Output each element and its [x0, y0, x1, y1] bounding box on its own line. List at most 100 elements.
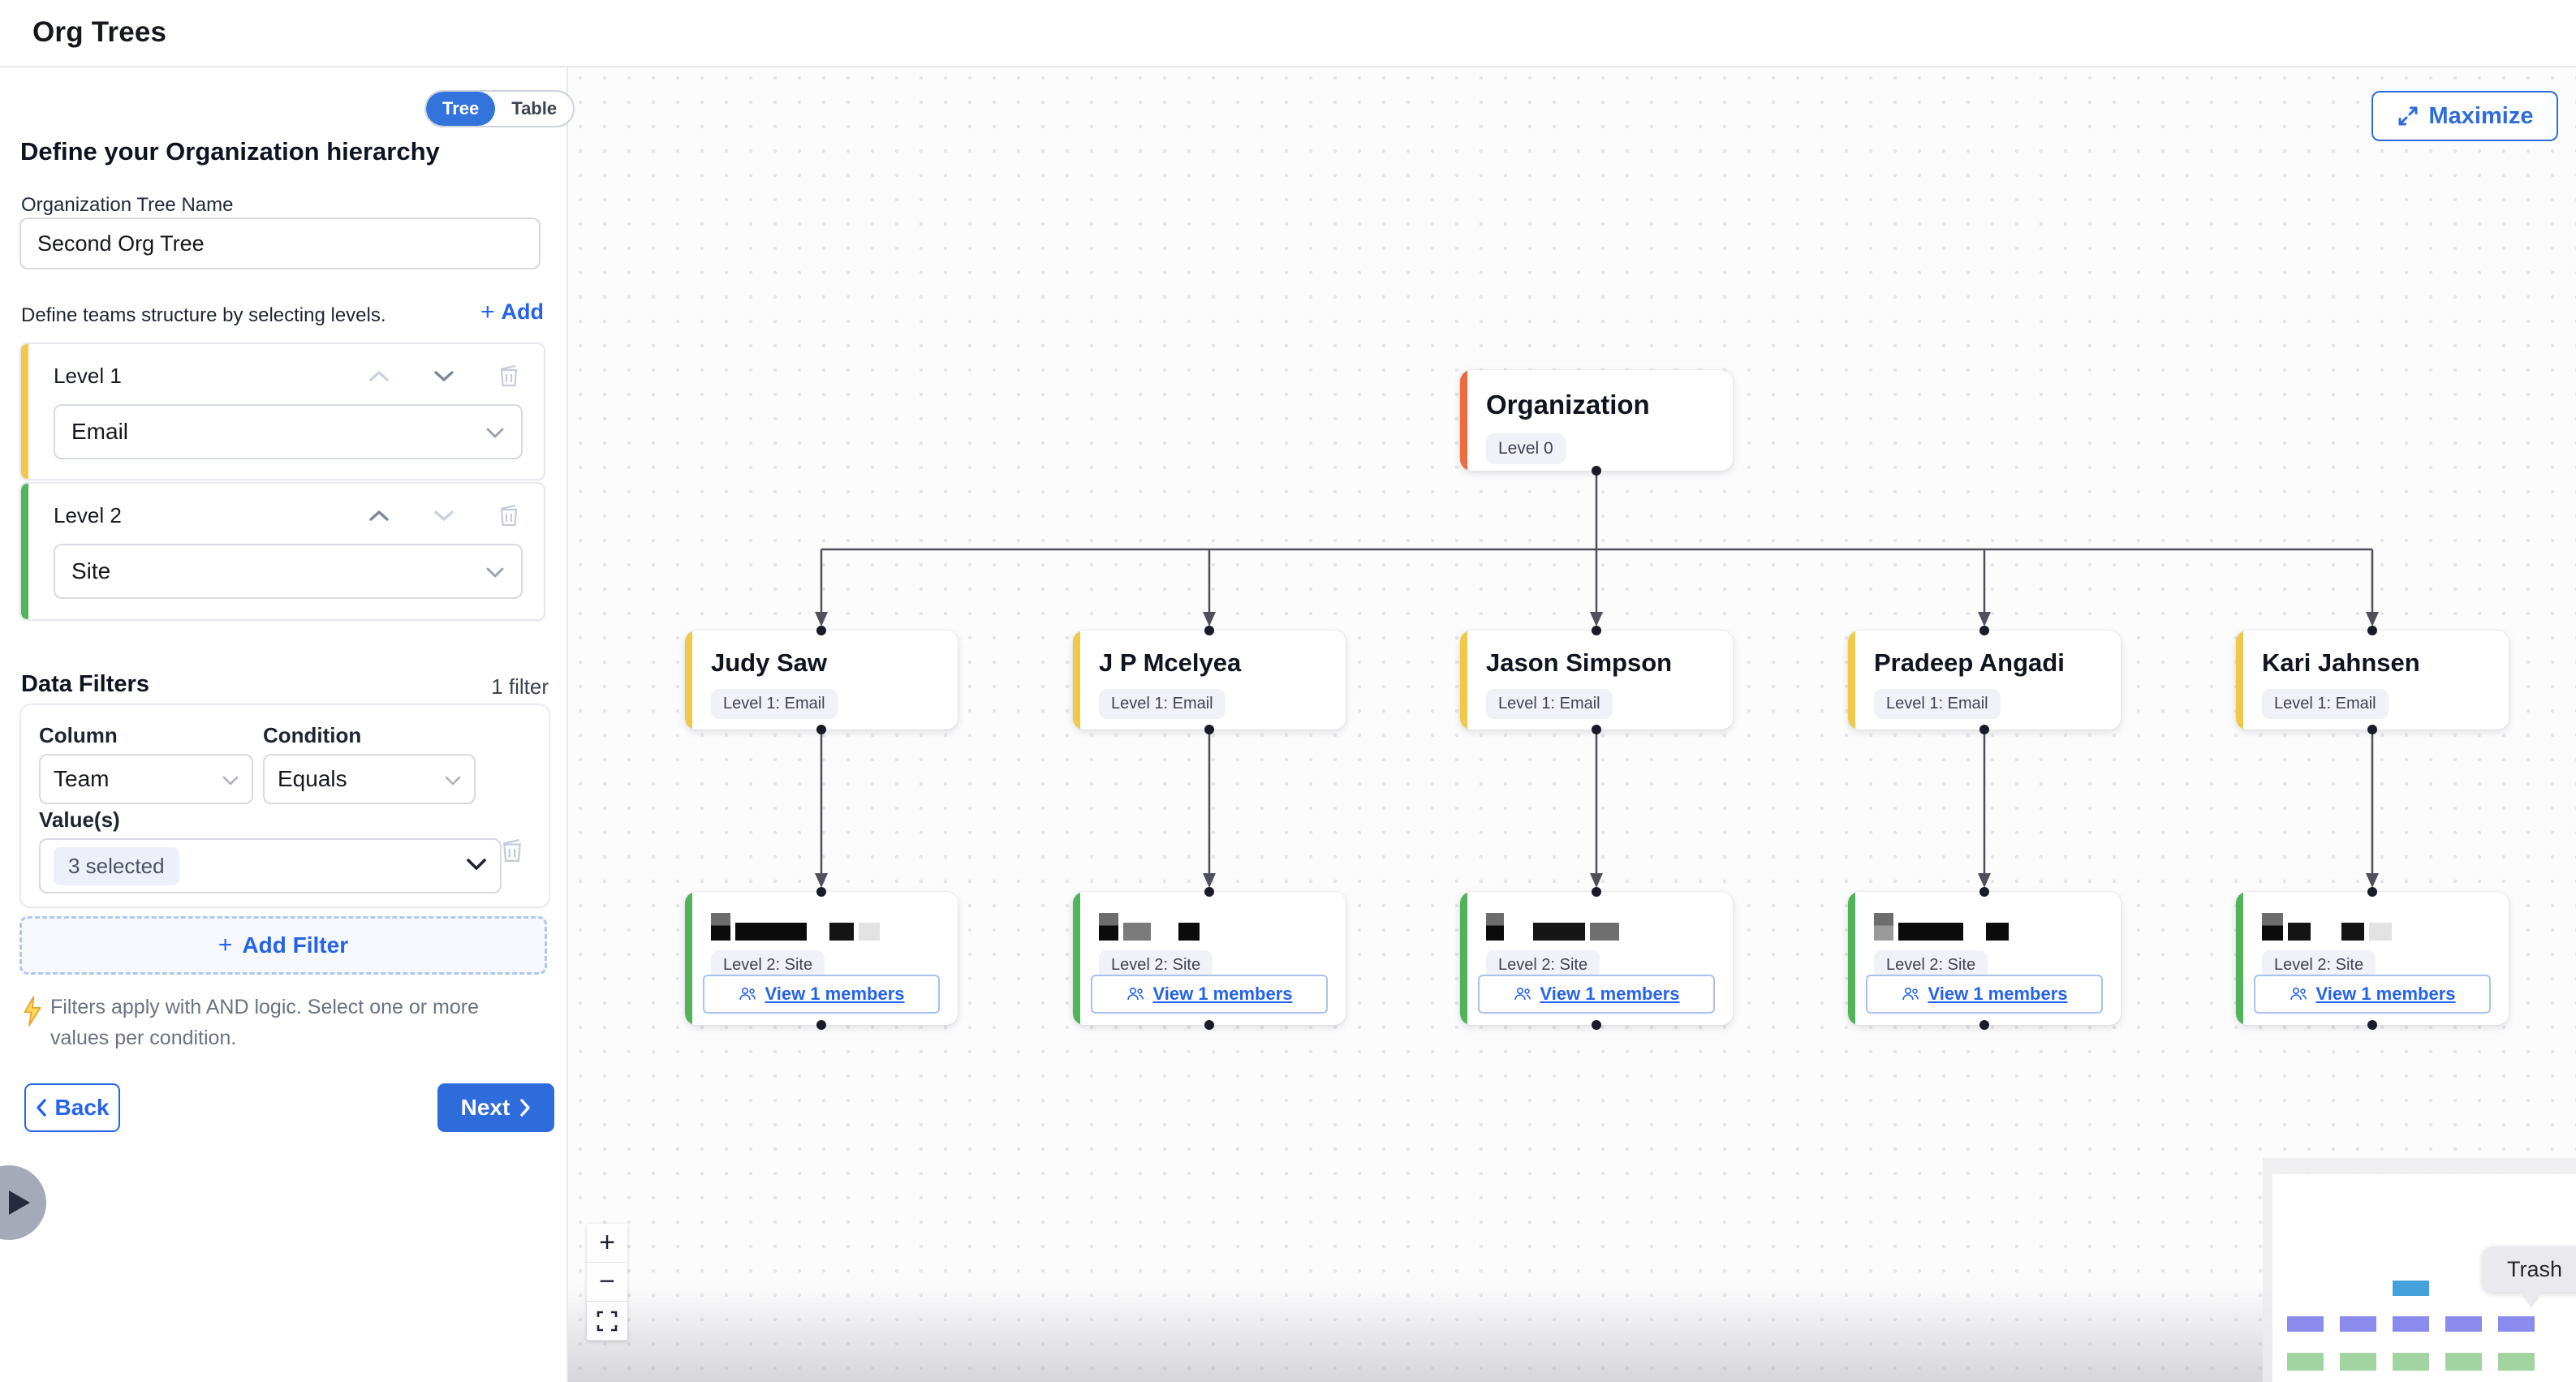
level-field-select[interactable]: Site [54, 544, 523, 599]
move-up-icon[interactable] [365, 362, 393, 390]
values-multiselect[interactable]: 3 selected [39, 838, 502, 893]
toggle-table[interactable]: Table [511, 98, 558, 118]
minimap-level2-node [2498, 1353, 2535, 1371]
view-members-button[interactable]: View 1 members [1091, 975, 1328, 1014]
node-level-badge: Level 1: Email [1874, 689, 2001, 719]
back-label: Back [54, 1095, 110, 1120]
fit-view-button[interactable] [587, 1302, 627, 1341]
column-select[interactable]: Team [39, 754, 253, 804]
delete-filter-icon[interactable] [498, 837, 526, 864]
node-title: Kari Jahnsen [2262, 648, 2420, 677]
delete-level-icon[interactable] [495, 502, 523, 529]
redacted-node-name [1874, 913, 2009, 941]
hierarchy-sidebar: Tree Table Define your Organization hier… [0, 66, 575, 1382]
node-accent [1460, 892, 1467, 1025]
column-value: Team [54, 766, 110, 791]
add-filter-label: Add Filter [242, 932, 349, 958]
node-accent [685, 892, 692, 1025]
next-button[interactable]: Next [437, 1083, 554, 1132]
move-down-icon[interactable] [430, 362, 458, 390]
add-level-button[interactable]: + Add [480, 299, 544, 325]
node-accent [1460, 631, 1467, 730]
tree-name-input[interactable] [19, 217, 541, 269]
view-members-button[interactable]: View 1 members [1866, 975, 2103, 1014]
values-label: Value(s) [39, 807, 120, 832]
level-accent [21, 344, 28, 479]
condition-select[interactable]: Equals [263, 754, 476, 804]
zoom-controls: + − [587, 1224, 627, 1341]
view-toggle: Tree Table [424, 90, 575, 127]
view-members-label: View 1 members [1540, 984, 1680, 1004]
node-level-badge: Level 1: Email [1486, 689, 1613, 719]
filters-note: Filters apply with AND logic. Select one… [50, 996, 479, 1049]
filter-count: 1 filter [491, 674, 549, 699]
node-accent [2236, 631, 2243, 730]
org-node-level2[interactable]: Level 2: Site View 1 members [1460, 892, 1733, 1025]
sidebar-heading: Define your Organization hierarchy [20, 137, 440, 166]
node-title: Organization [1486, 390, 1650, 420]
org-node-level1[interactable]: Jason Simpson Level 1: Email [1460, 631, 1733, 730]
org-node-level1[interactable]: Kari Jahnsen Level 1: Email [2236, 631, 2509, 730]
plus-icon: + [218, 932, 233, 958]
tree-name-label: Organization Tree Name [21, 194, 234, 216]
lightning-icon [21, 996, 44, 1031]
view-members-button[interactable]: View 1 members [703, 975, 940, 1014]
org-node-level2[interactable]: Level 2: Site View 1 members [685, 892, 958, 1025]
chevron-down-icon [445, 766, 461, 792]
org-node-level1[interactable]: Judy Saw Level 1: Email [685, 631, 958, 730]
node-title: Pradeep Angadi [1874, 648, 2065, 677]
move-down-icon[interactable] [430, 502, 458, 529]
node-level-badge: Level 1: Email [711, 689, 838, 719]
column-label: Column [39, 723, 118, 747]
move-up-icon[interactable] [365, 502, 393, 529]
org-node-level2[interactable]: Level 2: Site View 1 members [2236, 892, 2509, 1025]
node-accent [1073, 631, 1080, 730]
plus-icon: + [480, 298, 495, 325]
people-icon [2290, 987, 2307, 1001]
node-title: Jason Simpson [1486, 648, 1673, 677]
redacted-node-name [1099, 913, 1200, 941]
org-node-root[interactable]: Organization Level 0 [1460, 370, 1733, 471]
people-icon [739, 987, 756, 1001]
selected-count-chip: 3 selected [54, 846, 179, 885]
zoom-out-button[interactable]: − [587, 1263, 627, 1302]
add-filter-button[interactable]: + Add Filter [19, 916, 547, 975]
redacted-node-name [711, 913, 880, 941]
level-card-2: Level 2 Site [19, 482, 545, 621]
redacted-node-name [1486, 913, 1619, 941]
node-accent [1848, 892, 1855, 1025]
level-label: Level 1 [54, 364, 122, 388]
toggle-tree[interactable]: Tree [426, 92, 496, 126]
view-members-button[interactable]: View 1 members [2254, 975, 2491, 1014]
node-accent [2236, 892, 2243, 1025]
chevron-left-icon [36, 1099, 46, 1117]
node-title: J P Mcelyea [1099, 648, 1242, 677]
levels-hint: Define teams structure by selecting leve… [21, 304, 386, 326]
org-node-level1[interactable]: Pradeep Angadi Level 1: Email [1848, 631, 2121, 730]
level-card-1: Level 1 Email [19, 342, 545, 480]
minimap-level1-node [2393, 1316, 2429, 1332]
page-title: Org Trees [32, 16, 167, 48]
minimap-root-node [2393, 1281, 2429, 1296]
expand-icon [2398, 106, 2418, 126]
minimap-level2-node [2445, 1353, 2482, 1371]
node-title: Judy Saw [711, 648, 827, 677]
delete-level-icon[interactable] [495, 362, 523, 390]
view-members-button[interactable]: View 1 members [1478, 975, 1715, 1014]
org-node-level1[interactable]: J P Mcelyea Level 1: Email [1073, 631, 1346, 730]
level-field-select[interactable]: Email [54, 404, 523, 459]
filter-card: Column Team Condition Equals Value(s) 3 … [19, 704, 550, 908]
view-members-label: View 1 members [1152, 984, 1293, 1004]
minimap-level1-node [2445, 1316, 2482, 1332]
maximize-button[interactable]: Maximize [2371, 91, 2558, 141]
data-filters-title: Data Filters [21, 671, 149, 697]
back-button[interactable]: Back [24, 1083, 120, 1132]
level-field-value: Site [71, 558, 111, 583]
zoom-in-button[interactable]: + [587, 1224, 627, 1263]
org-node-level2[interactable]: Level 2: Site View 1 members [1848, 892, 2121, 1025]
minimap-level2-node [2393, 1353, 2429, 1371]
node-accent [1460, 370, 1467, 471]
minimap-level1-node [2340, 1316, 2376, 1332]
org-node-level2[interactable]: Level 2: Site View 1 members [1073, 892, 1346, 1025]
people-icon [1514, 987, 1531, 1001]
